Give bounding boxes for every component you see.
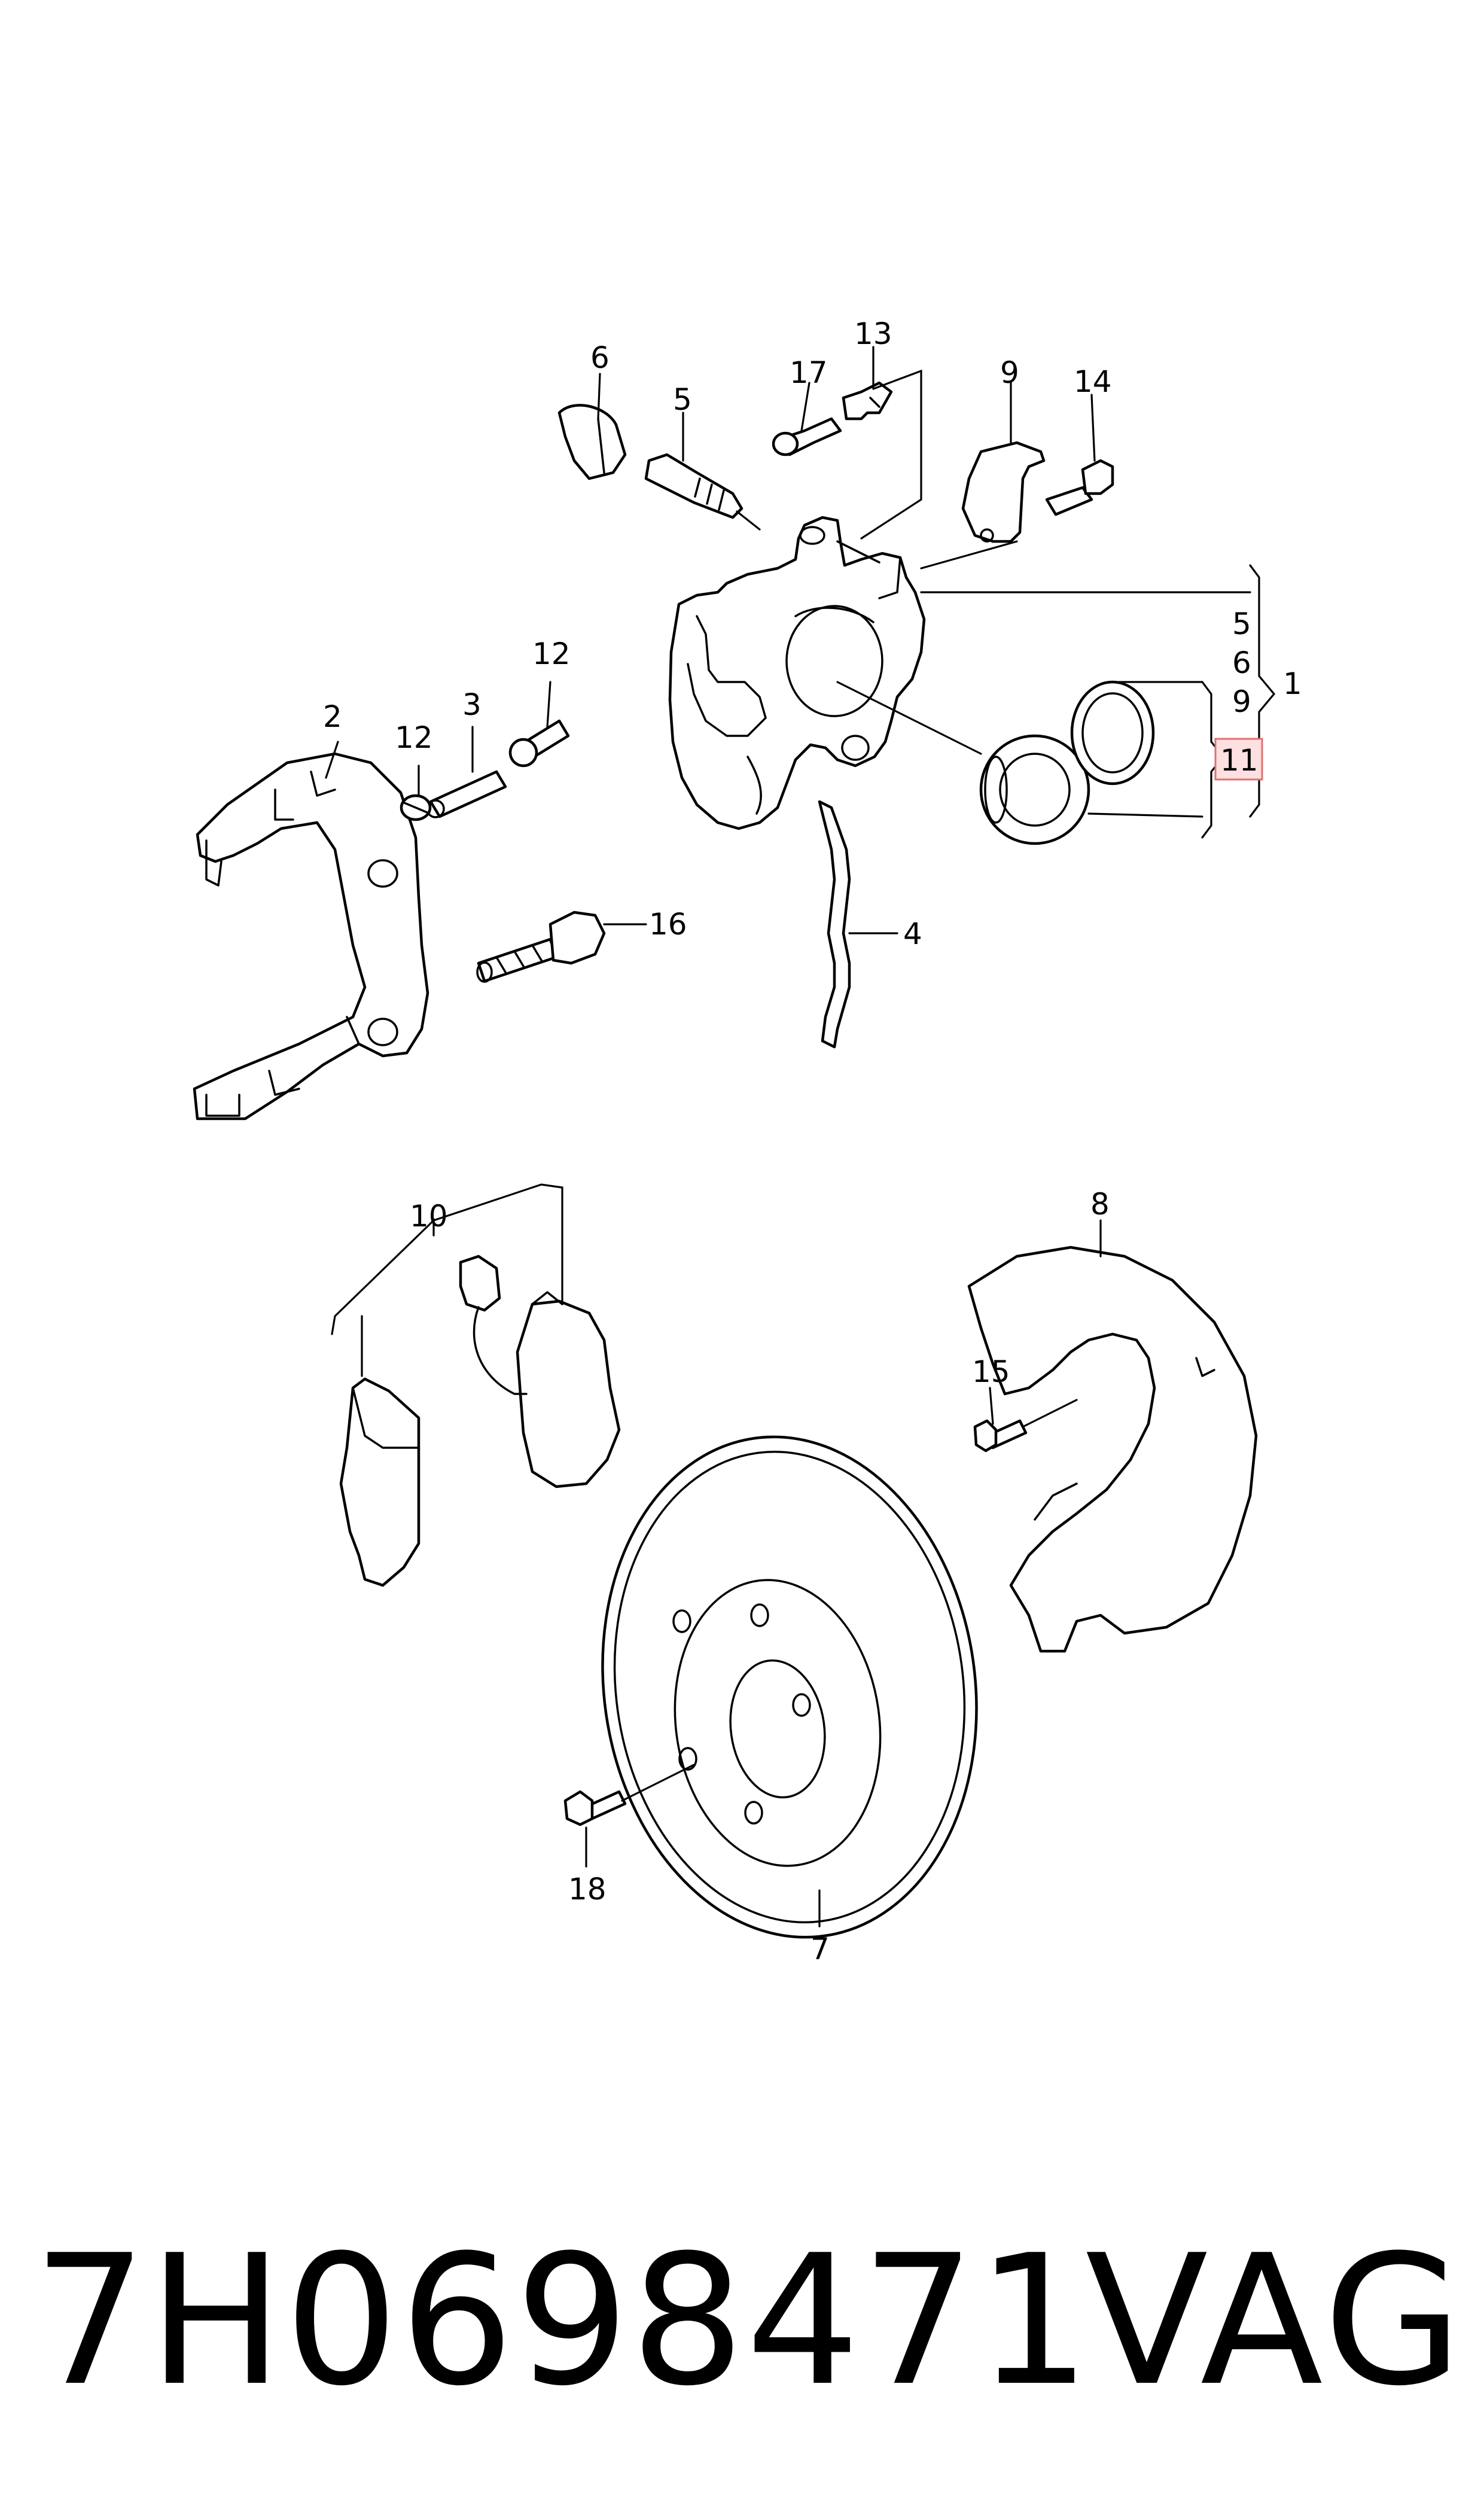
- brake-pad-outer: [516, 1291, 621, 1488]
- callout-15: 15: [972, 1354, 1010, 1389]
- callout-13: 13: [854, 316, 892, 351]
- seal-ring: [1070, 680, 1155, 785]
- callout-9-list: 9: [1232, 684, 1251, 719]
- brake-disc-7: [601, 1435, 978, 1939]
- splash-shield-8: [967, 1246, 1258, 1653]
- callout-14: 14: [1074, 364, 1112, 399]
- callout-5-list: 5: [1232, 607, 1251, 641]
- bolt-14: [1045, 459, 1114, 516]
- highlight-box-11: [1214, 738, 1263, 781]
- bracket-9: [961, 441, 1046, 543]
- piston-11: [979, 734, 1090, 845]
- callout-12-top: 12: [532, 637, 571, 671]
- callout-4: 4: [903, 917, 922, 951]
- guide-bushing-12-top: [508, 719, 570, 768]
- callout-6-list: 6: [1232, 646, 1251, 680]
- footer: 7H0698471 VAG: [0, 2190, 1484, 2453]
- caliper-housing: [668, 516, 926, 830]
- anti-rattle-spring-4: [818, 800, 851, 1049]
- part-number: 7H0698471: [33, 2216, 1092, 2425]
- wear-sensor: [459, 1255, 528, 1395]
- caliper-carrier: [193, 752, 429, 1121]
- callout-16: 16: [649, 907, 687, 942]
- bolt-15: [973, 1419, 1028, 1453]
- callout-5-top: 5: [673, 382, 692, 417]
- callout-1: 1: [1283, 666, 1302, 701]
- guide-bolt-16: [476, 911, 606, 983]
- bleeder-screw-5: [644, 453, 761, 531]
- dust-cap-6: [557, 404, 627, 480]
- callout-3: 3: [462, 687, 482, 722]
- callout-6-top: 6: [590, 340, 610, 375]
- callout-7: 7: [810, 1932, 830, 1966]
- callout-17: 17: [790, 355, 828, 390]
- callout-9-top: 9: [1000, 355, 1019, 390]
- callout-labels: 6 5 17 13 9 14 5 6 9 1 11 12 3 12 2 16 4…: [323, 316, 1302, 1966]
- screw-17: [772, 417, 842, 456]
- bolt-18: [563, 1790, 627, 1826]
- guide-bushing-12-left: [400, 794, 432, 821]
- callout-12-left: 12: [395, 720, 433, 755]
- brake-pad-inner: [339, 1377, 420, 1587]
- guide-pin-3: [426, 770, 507, 818]
- callout-2: 2: [323, 699, 342, 734]
- callout-10: 10: [410, 1199, 448, 1234]
- callout-11: 11: [1220, 743, 1258, 778]
- callout-18: 18: [568, 1872, 607, 1907]
- retaining-spring-13: [842, 381, 893, 421]
- brand-name: VAG: [1085, 2216, 1466, 2425]
- callout-8: 8: [1090, 1187, 1110, 1222]
